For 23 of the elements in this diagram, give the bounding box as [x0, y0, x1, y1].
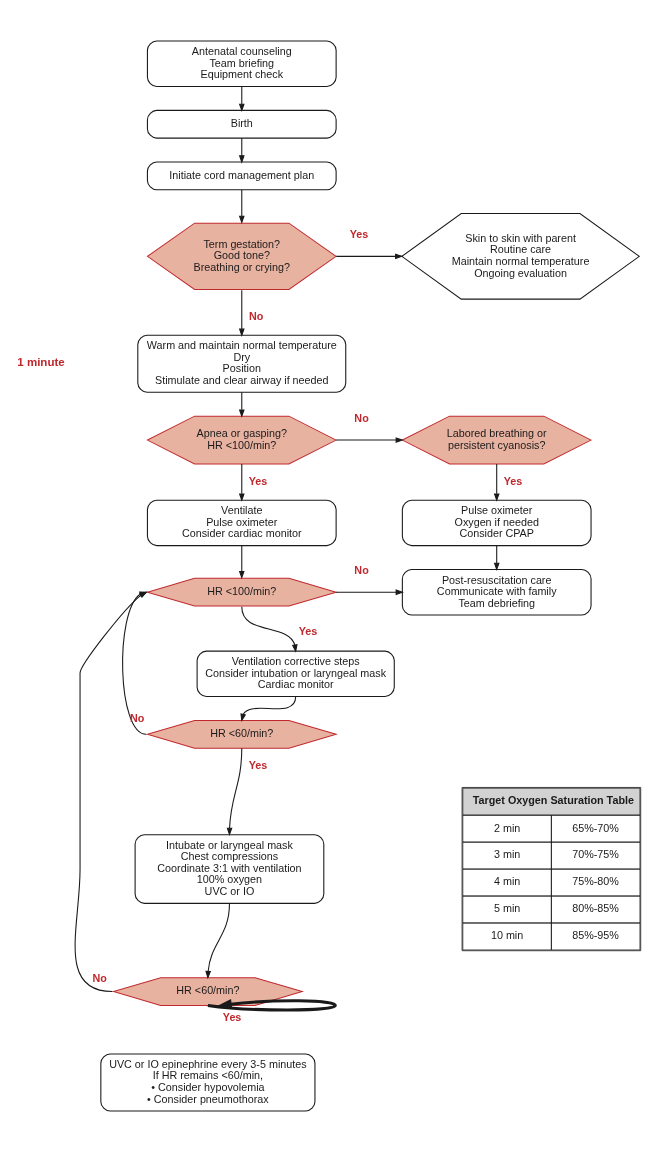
label: 80%-85% [572, 902, 619, 915]
edge-label: Yes [248, 758, 268, 771]
edge-label: Yes [349, 228, 369, 241]
edge-label: No [92, 972, 107, 985]
edge-label: No [354, 412, 369, 425]
edge-label: Yes [298, 625, 318, 638]
edge-label: No [130, 711, 145, 724]
label: 3 min [494, 848, 521, 861]
label: 85%-95% [572, 929, 619, 942]
edge-label: Yes [503, 474, 523, 487]
label: 4 min [494, 875, 521, 888]
label: 5 min [494, 902, 521, 915]
label: 2 min [494, 821, 521, 834]
label: 10 min [490, 929, 524, 942]
edge-label: Yes [222, 1010, 242, 1023]
label: 1 minute [17, 355, 65, 368]
edge-label: No [249, 309, 264, 322]
label: 70%-75% [572, 848, 619, 861]
edge-label: No [354, 564, 369, 577]
label: 75%-80% [572, 875, 619, 888]
label: Target Oxygen Saturation Table [472, 793, 634, 806]
edge-label: Yes [248, 474, 268, 487]
label: 65%-70% [572, 821, 619, 834]
